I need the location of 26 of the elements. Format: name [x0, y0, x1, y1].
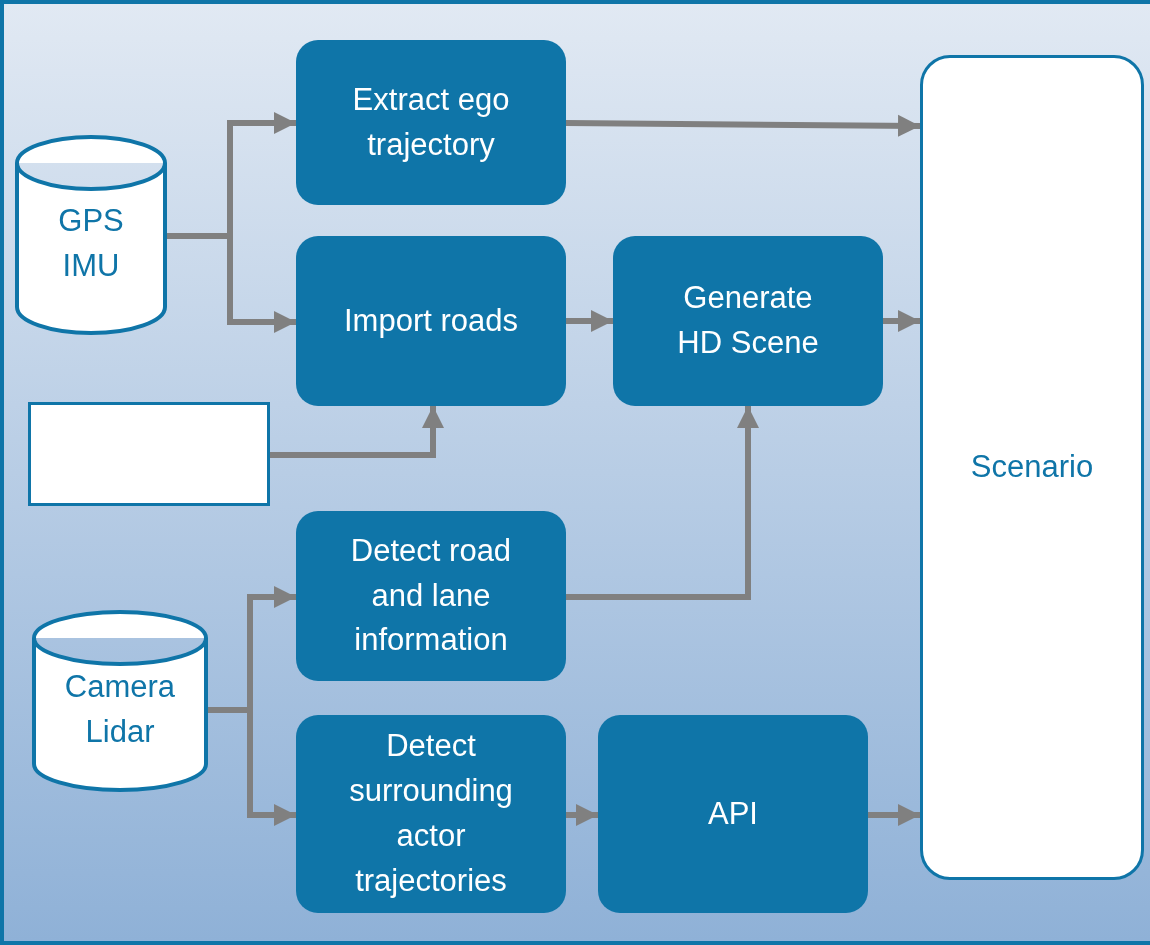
- node-label: Generate HD Scene: [676, 279, 820, 362]
- node-label: GPS IMU: [57, 202, 125, 285]
- arrow: [208, 707, 296, 826]
- node-label: Scenario: [969, 448, 1095, 487]
- node-label: Extract ego trajectory: [351, 80, 511, 164]
- arrow: [566, 804, 598, 826]
- process-box: [296, 715, 566, 913]
- process-box: [296, 236, 566, 406]
- arrow: [883, 310, 920, 332]
- process-box: [296, 40, 566, 205]
- arrow: [565, 114, 921, 137]
- process-box: [613, 236, 883, 406]
- arrow: [566, 310, 613, 332]
- node-label: API: [707, 794, 759, 833]
- node-label: Camera Lidar: [63, 668, 177, 751]
- node-label: Detect surrounding actor trajectories: [348, 727, 514, 900]
- output-box: [920, 55, 1144, 880]
- node-label: Import roads: [343, 301, 519, 340]
- arrow: [270, 406, 444, 458]
- process-box: [598, 715, 868, 913]
- process-box: [296, 511, 566, 681]
- arrow: [167, 233, 296, 333]
- arrow: [868, 804, 920, 826]
- arrow: [566, 406, 759, 600]
- source-box: [28, 402, 270, 506]
- node-label: Detect road and lane information: [349, 531, 513, 660]
